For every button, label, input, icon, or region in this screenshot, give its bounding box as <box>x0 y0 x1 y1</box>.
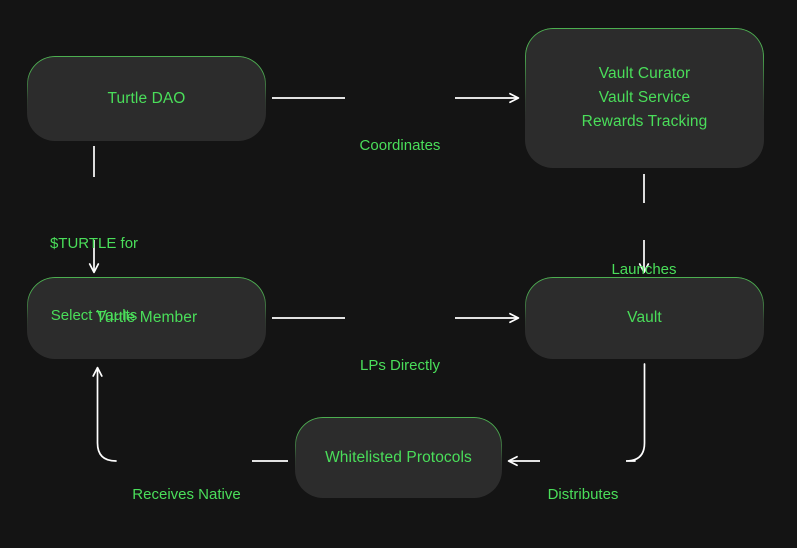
edge-label-coordinates: Coordinates <box>345 86 455 206</box>
edge-label-turtle-for-select-vaults-line-0: $TURTLE for <box>49 235 139 252</box>
node-turtle-member[interactable]: Turtle Member <box>27 277 266 359</box>
edge-label-distributes-liquidity-line-0: Distributes <box>547 486 619 503</box>
node-turtle-member-line-0: Turtle Member <box>95 309 198 326</box>
node-vault-curator-line-0: Vault Curator <box>598 65 691 82</box>
edge-label-distributes-liquidity: Distributes Liquidity <box>522 435 644 548</box>
node-vault-curator-line-1: Vault Service <box>598 89 691 106</box>
edge-label-coordinates-line-0: Coordinates <box>359 137 441 154</box>
edge-label-turtle-for-select-vaults: $TURTLE for Select Vaults <box>14 184 174 376</box>
node-vault-curator[interactable]: Vault Curator Vault Service Rewards Trac… <box>525 28 764 168</box>
node-vault-line-0: Vault <box>627 309 662 326</box>
edge-label-launches: Launches <box>584 210 704 330</box>
node-turtle-dao[interactable]: Turtle DAO <box>27 56 266 141</box>
edge-label-lps-directly-line-0: LPs Directly <box>359 357 441 374</box>
edge-label-launches-line-0: Launches <box>611 261 677 278</box>
node-whitelisted-protocols-line-0: Whitelisted Protocols <box>325 448 472 466</box>
edge-label-turtle-for-select-vaults-line-1: Select Vaults <box>50 307 138 324</box>
node-vault-curator-line-2: Rewards Tracking <box>581 113 708 130</box>
node-whitelisted-protocols[interactable]: Whitelisted Protocols <box>295 417 502 498</box>
edge-label-lps-directly: LPs Directly <box>345 306 455 426</box>
node-turtle-dao-line-0: Turtle DAO <box>107 89 186 107</box>
node-vault[interactable]: Vault <box>525 277 764 359</box>
edge-label-receives-native-rewards-line-0: Receives Native <box>132 486 241 503</box>
edge-label-receives-native-rewards: Receives Native Rewards <box>110 435 263 548</box>
